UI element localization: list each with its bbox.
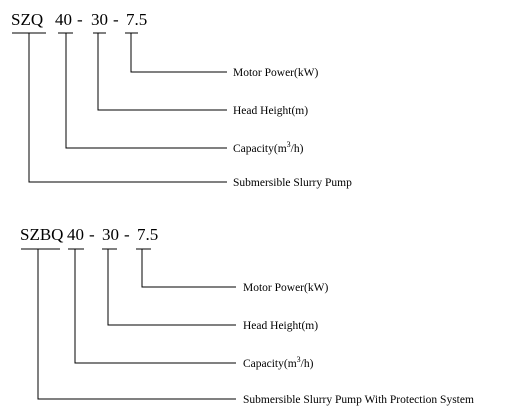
label-head-height: Head Height(m): [233, 105, 308, 117]
label-pump-type: Submersible Slurry Pump With Protection …: [243, 394, 474, 406]
code-head: 30: [102, 225, 119, 244]
leader-capacity: [74, 249, 236, 364]
code-separator: -: [124, 225, 130, 244]
code-head: 30: [91, 10, 108, 29]
label-motor-power: Motor Power(kW): [243, 282, 328, 294]
label-capacity: Capacity(m3/h): [243, 355, 314, 370]
code-capacity: 40: [67, 225, 84, 244]
label-head-height: Head Height(m): [243, 320, 318, 332]
leader-type: [37, 249, 236, 400]
leader-head: [97, 33, 227, 111]
code-power: 7.5: [137, 225, 158, 244]
leader-power: [141, 249, 236, 288]
code-separator: -: [113, 10, 119, 29]
model-code-block-szbq: SZBQ 40 - 30 - 7.5 Motor Power(kW) Head …: [20, 225, 474, 406]
code-separator: -: [89, 225, 95, 244]
leader-head: [107, 249, 236, 326]
label-pump-type: Submersible Slurry Pump: [233, 177, 352, 189]
leader-type: [28, 33, 227, 183]
label-capacity: Capacity(m3/h): [233, 140, 304, 155]
code-prefix: SZBQ: [20, 225, 63, 244]
model-code-block-szq: SZQ 40 - 30 - 7.5 Motor Power(kW) Head H…: [11, 10, 352, 189]
code-capacity: 40: [55, 10, 72, 29]
leader-capacity: [65, 33, 227, 149]
leader-power: [130, 33, 227, 73]
code-separator: -: [77, 10, 83, 29]
code-prefix: SZQ: [11, 10, 43, 29]
label-motor-power: Motor Power(kW): [233, 67, 318, 79]
code-power: 7.5: [126, 10, 147, 29]
